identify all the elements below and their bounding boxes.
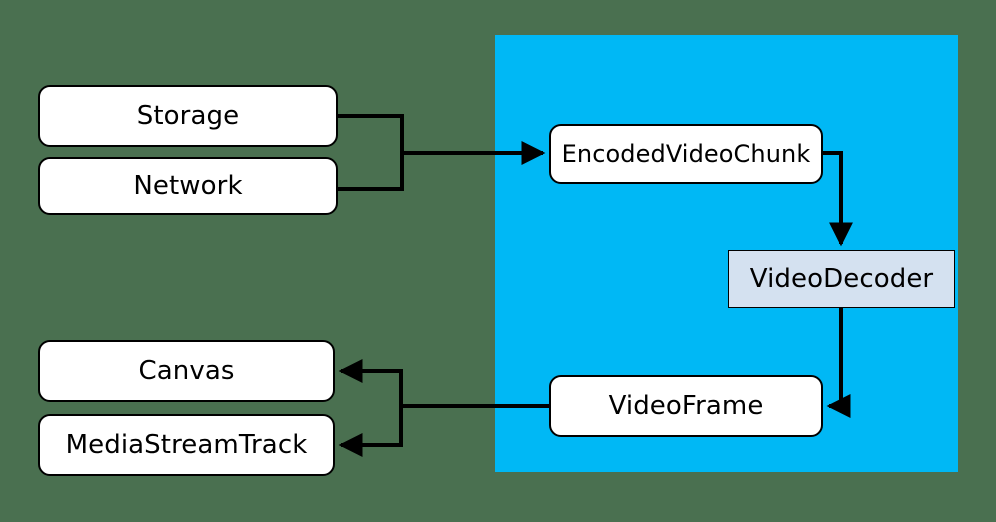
node-encoded-video-chunk-label: EncodedVideoChunk	[561, 139, 811, 168]
edge-network-to-chunk	[338, 153, 404, 191]
node-media-stream-track[interactable]: MediaStreamTrack	[38, 414, 335, 476]
edge-decoder-to-frame	[826, 308, 851, 418]
node-network[interactable]: Network	[38, 157, 338, 215]
edge-frame-to-mediastreamtrack	[338, 406, 403, 457]
node-canvas-label: Canvas	[138, 355, 235, 386]
node-encoded-video-chunk[interactable]: EncodedVideoChunk	[549, 124, 823, 184]
edge-frame-to-canvas	[338, 359, 403, 406]
node-network-label: Network	[133, 170, 243, 201]
node-video-decoder[interactable]: VideoDecoder	[728, 250, 955, 308]
node-video-frame[interactable]: VideoFrame	[549, 375, 823, 437]
edge-storage-to-chunk	[338, 114, 404, 153]
node-storage-label: Storage	[136, 100, 240, 131]
node-storage[interactable]: Storage	[38, 85, 338, 147]
node-canvas[interactable]: Canvas	[38, 340, 335, 402]
node-media-stream-track-label: MediaStreamTrack	[65, 429, 308, 460]
node-video-decoder-label: VideoDecoder	[749, 263, 934, 294]
edge-chunk-to-decoder	[823, 151, 853, 247]
node-video-frame-label: VideoFrame	[608, 390, 764, 421]
